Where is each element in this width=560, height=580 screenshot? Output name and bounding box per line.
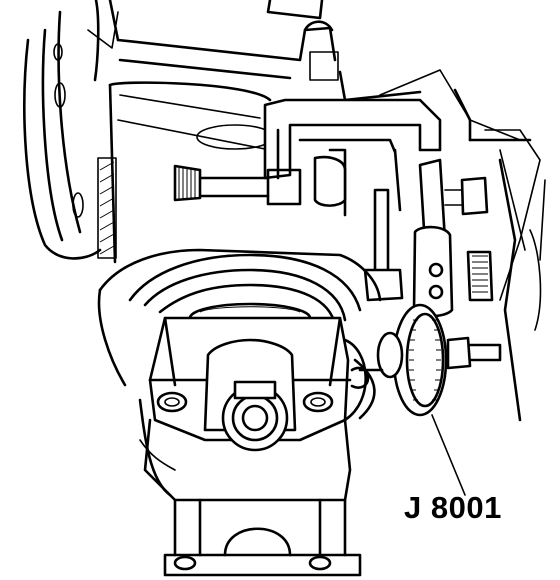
dial-indicator [358,303,502,417]
right-clamp [412,158,494,318]
callout-label: J 8001 [404,490,502,525]
upper-housing [108,0,546,422]
bearing-cap [148,316,370,452]
indicator-rod [173,164,302,206]
indicator-post [363,188,404,302]
transmission-case-flange [23,0,120,260]
hatched-gear-teeth [97,157,117,259]
callout-leader-line [431,414,466,496]
lower-housing [139,418,362,577]
indicator-bracket [263,98,442,217]
